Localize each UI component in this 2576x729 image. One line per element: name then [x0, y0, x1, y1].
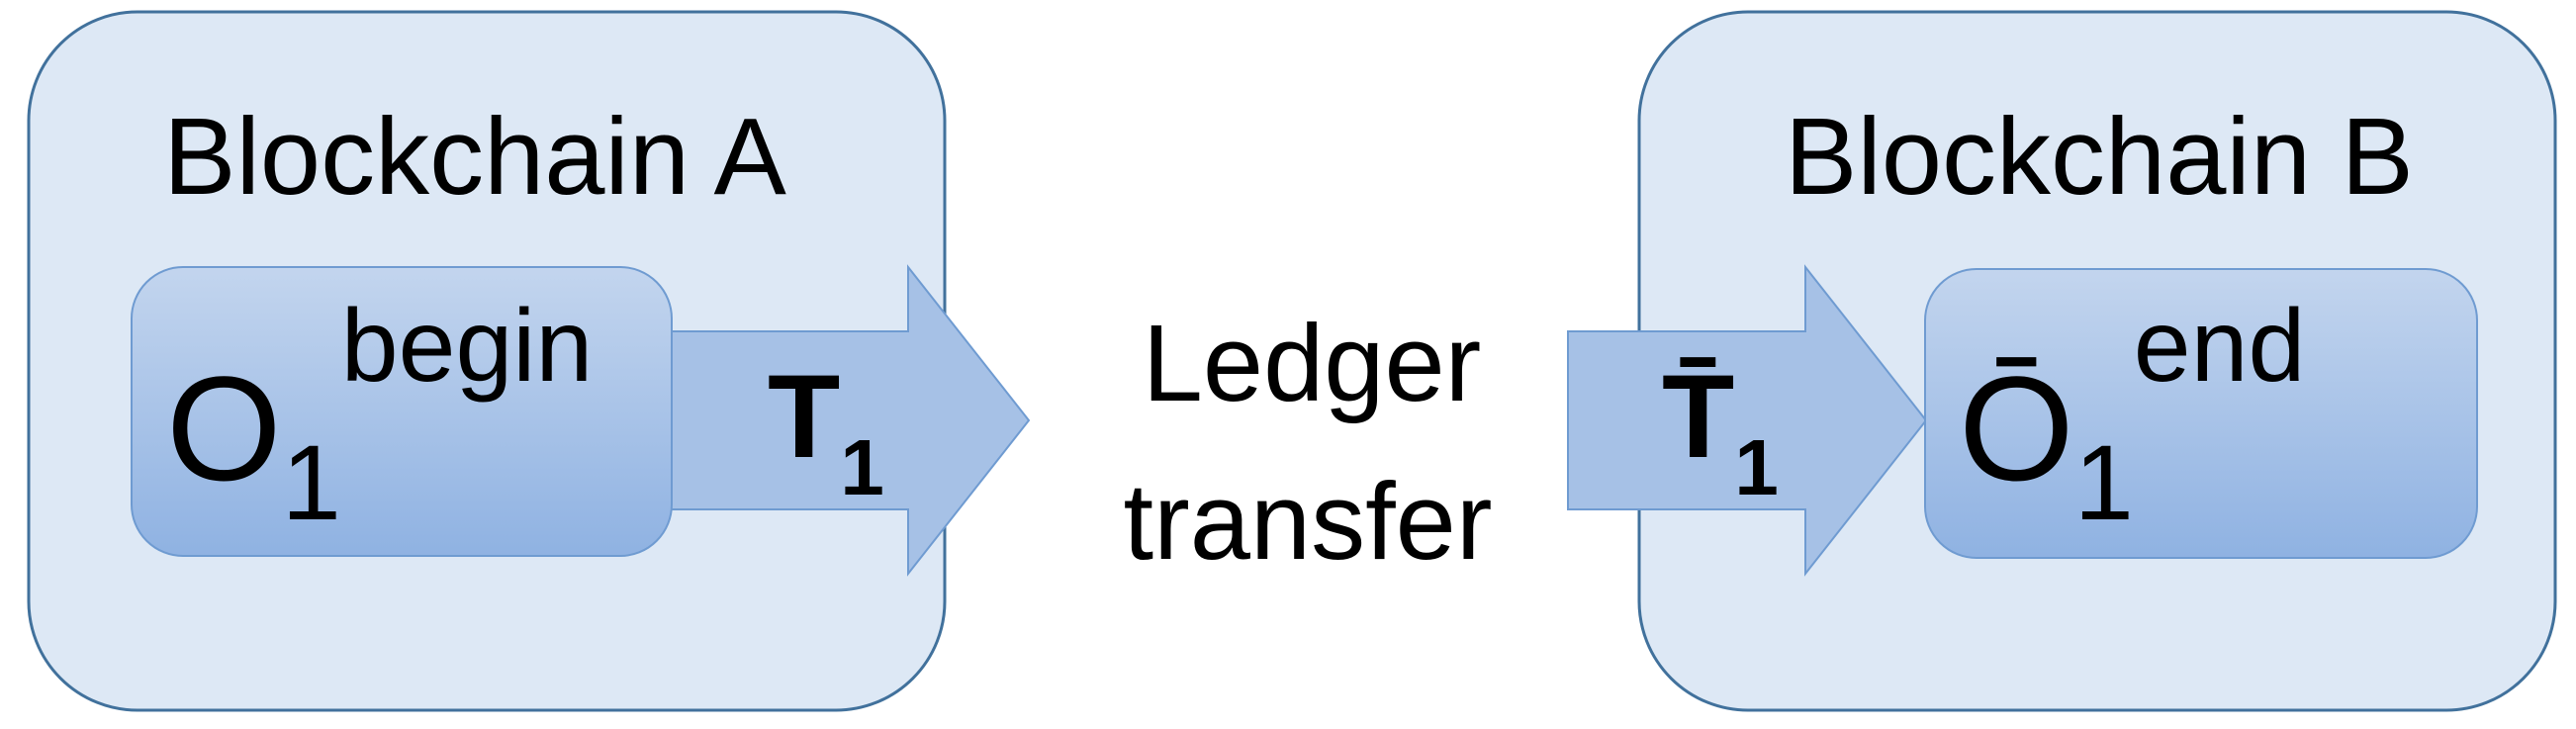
object-o1-begin-sup: begin	[341, 289, 593, 404]
object-o1-begin-block: O1begin	[131, 266, 673, 557]
object-o1-end-label: Ō1end	[1959, 289, 2305, 542]
object-o1-end-sup: end	[2134, 289, 2306, 404]
object-o1-begin-box	[131, 266, 673, 557]
ledger-transfer-label: Ledger transfer	[1124, 303, 1493, 583]
transaction-t1-arrow: T1	[670, 264, 1031, 577]
transaction-t1-base: T	[768, 350, 840, 483]
ledger-transfer-line1: Ledger	[1143, 303, 1482, 424]
object-o1-end-box	[1924, 268, 2478, 559]
object-o1-begin-label: O1begin	[166, 289, 593, 542]
arrow-right-icon	[1567, 264, 1928, 577]
transaction-t1-bar-base: T̄	[1662, 350, 1734, 483]
transaction-t1-label: T1	[768, 350, 884, 511]
blockchain-a-title: Blockchain A	[163, 96, 786, 218]
transaction-t1-sub: 1	[840, 423, 884, 511]
object-o1-begin-base: O	[166, 345, 282, 511]
transaction-t1-bar-label: T̄1	[1662, 350, 1779, 511]
blockchain-a-container: Blockchain A T1 O1begin	[27, 10, 1031, 712]
blockchain-b-title: Blockchain B	[1785, 96, 2414, 218]
transaction-t1-bar-sub: 1	[1734, 423, 1779, 511]
object-o1-end-block: Ō1end	[1924, 268, 2478, 559]
object-o1-end-sub: 1	[2074, 422, 2134, 542]
object-o1-end-base: Ō	[1959, 345, 2074, 511]
blockchain-b-container: Blockchain B T̄1 Ō1end	[1567, 10, 2557, 712]
ledger-transfer-line2: transfer	[1124, 461, 1493, 583]
object-o1-begin-sub: 1	[282, 422, 341, 542]
arrow-right-icon	[670, 264, 1031, 577]
transaction-t1-bar-arrow: T̄1	[1567, 264, 1928, 577]
